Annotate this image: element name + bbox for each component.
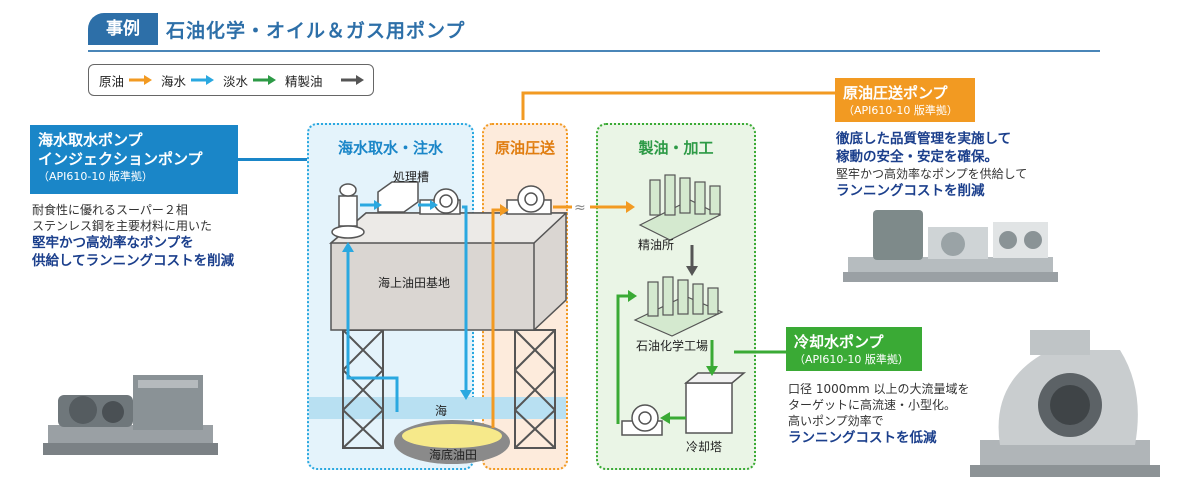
crude-pump-standard: （API610-10 版準拠）	[843, 104, 958, 117]
crude-desc-1: 堅牢かつ高効率なポンプを供給して	[836, 167, 1028, 181]
cooling-pump-description: 口径 1000mm 以上の大流量域を ターゲットに高流速・小型化。 高いポンプ効…	[788, 381, 988, 447]
crude-em-1: 徹底した品質管理を実施して	[836, 131, 1012, 147]
seawater-callout-connector	[238, 158, 308, 161]
label-oilfield: 海底油田	[429, 448, 478, 462]
seawater-pump-callout-header: 海水取水ポンプ インジェクションポンプ （API610-10 版準拠）	[30, 125, 238, 194]
label-cooling-tower: 冷却塔	[686, 440, 723, 454]
crude-pump-callout-header: 原油圧送ポンプ （API610-10 版準拠）	[835, 78, 975, 122]
label-petrochem: 石油化学工場	[636, 339, 709, 353]
crude-flow	[491, 91, 835, 428]
seawater-em-1: 堅牢かつ高効率なポンプを	[32, 235, 194, 251]
label-refinery: 精油所	[638, 238, 675, 252]
cooling-em-1: ランニングコストを低減	[788, 430, 937, 446]
seawater-flow	[346, 203, 468, 412]
legend-label-seawater: 海水	[161, 74, 187, 89]
platform-legs-left	[342, 329, 384, 449]
seawater-pump-description: 耐食性に優れるスーパー２相 ステンレス鋼を主要材料に用いた 堅牢かつ高効率なポン…	[32, 202, 282, 270]
zone-seawater-title: 海水取水・注水	[337, 139, 443, 157]
freshwater-flow	[616, 294, 786, 424]
cooling-pump-standard: （API610-10 版準拠）	[794, 353, 909, 366]
cooling-pump-callout-header: 冷却水ポンプ （API610-10 版準拠）	[786, 327, 922, 371]
seawater-pump-photo	[43, 375, 218, 455]
crude-pump-title: 原油圧送ポンプ	[843, 84, 948, 102]
platform-legs-right	[514, 329, 556, 449]
cooling-pump-icon	[621, 404, 663, 436]
seawater-pump-title-1: 海水取水ポンプ	[38, 131, 143, 149]
seawater-pump-title-2: インジェクションポンプ	[38, 150, 203, 168]
zone-refine-title: 製油・加工	[638, 139, 714, 157]
label-sea: 海	[435, 404, 448, 418]
legend-arrow-seawater-icon	[191, 75, 214, 85]
treatment-tank	[377, 181, 419, 213]
cooling-tower-icon	[685, 382, 733, 434]
legend-label-refined: 精製油	[285, 74, 323, 89]
cooling-pump-photo	[970, 330, 1160, 477]
legend-arrow-crude-icon	[129, 75, 152, 85]
seawater-desc-1: 耐食性に優れるスーパー２相	[32, 203, 188, 217]
injection-pump-icon	[419, 188, 461, 215]
legend-label-crude: 原油	[99, 74, 125, 89]
seawater-desc-2: ステンレス鋼を主要材料に用いた	[32, 219, 213, 233]
legend-arrow-freshwater-icon	[253, 75, 276, 85]
oil-reservoir	[402, 424, 502, 448]
cooling-pump-title: 冷却水ポンプ	[794, 333, 884, 351]
crude-em-3: ランニングコストを削減	[836, 183, 985, 199]
crude-em-2: 稼動の安全・安定を確保。	[836, 149, 998, 165]
header-divider	[88, 50, 1100, 52]
label-tank: 処理槽	[393, 170, 430, 184]
legend-label-freshwater: 淡水	[223, 74, 249, 89]
label-platform: 海上油田基地	[378, 276, 451, 290]
cooling-desc-2: ターゲットに高流速・小型化。	[788, 398, 957, 412]
crude-pump-photo	[843, 210, 1058, 282]
seawater-em-2: 供給してランニングコストを削減	[32, 253, 235, 269]
petrochem-plant-icon	[633, 276, 724, 337]
svg-text:≈: ≈	[574, 200, 586, 216]
intake-pump-body	[338, 195, 358, 227]
legend-arrow-refined-icon	[341, 75, 364, 85]
crude-pump-description: 徹底した品質管理を実施して 稼動の安全・安定を確保。 堅牢かつ高効率なポンプを供…	[836, 130, 1076, 200]
sea-band	[309, 397, 566, 419]
header-tag: 事例	[88, 13, 158, 45]
seawater-pump-standard: （API610-10 版準拠）	[38, 170, 153, 183]
cooling-desc-3: 高いポンプ効率で	[788, 414, 884, 428]
crude-pump-icon	[506, 185, 552, 215]
flow-legend: 原油 海水 淡水 精製油	[88, 64, 374, 96]
cooling-desc-1: 口径 1000mm 以上の大流量域を	[788, 382, 970, 396]
refinery-icon	[638, 174, 722, 241]
zone-crude-title: 原油圧送	[494, 139, 555, 157]
page-title: 石油化学・オイル＆ガス用ポンプ	[166, 20, 466, 42]
